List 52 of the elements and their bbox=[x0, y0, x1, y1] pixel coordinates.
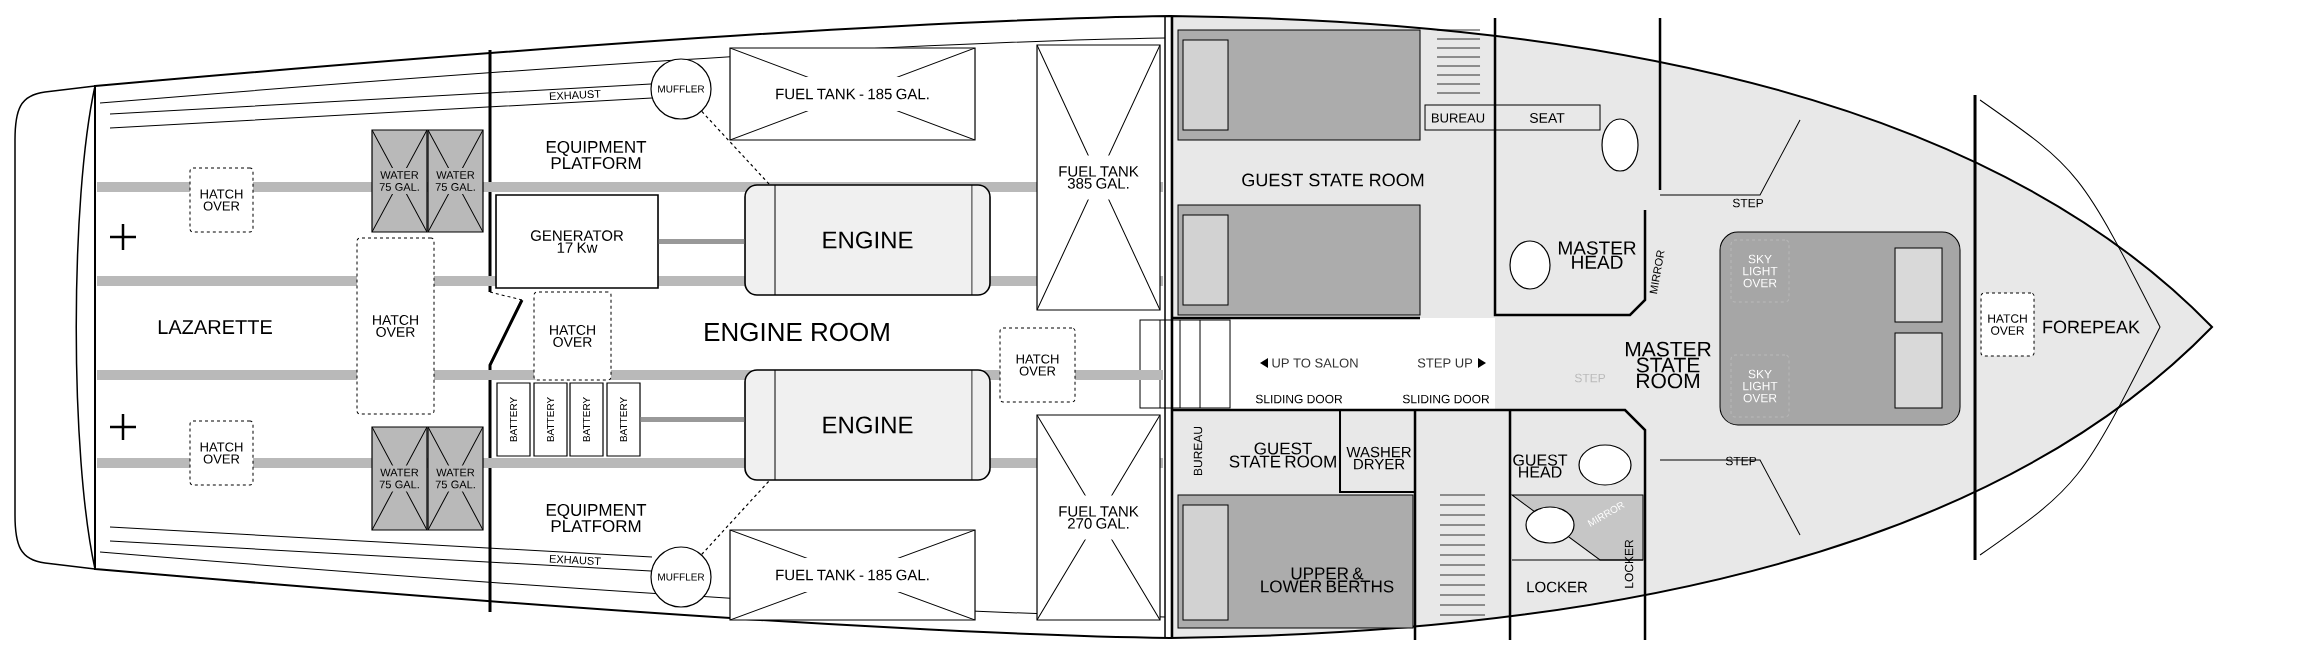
engine: ENGINE bbox=[744, 369, 991, 481]
door-label: SLIDING DOOR bbox=[1255, 394, 1343, 404]
battery: BATTERY bbox=[569, 382, 604, 457]
hatch-outline: HATCH OVER bbox=[356, 237, 435, 415]
battery: BATTERY bbox=[533, 382, 568, 457]
connector-line bbox=[701, 480, 770, 556]
area-label: EQUIPMENT PLATFORM bbox=[546, 140, 647, 170]
area-label: EQUIPMENT PLATFORM bbox=[546, 503, 647, 533]
fuel-tank: FUEL TANK 270 GAL. bbox=[1036, 414, 1161, 621]
connector-line bbox=[658, 239, 745, 244]
generator-box: GENERATOR 17 Kw bbox=[495, 194, 659, 289]
battery: BATTERY bbox=[496, 382, 531, 457]
room-label: GUEST HEAD bbox=[1513, 454, 1568, 478]
room-label: WASHER DRYER bbox=[1346, 446, 1411, 470]
direction-label: STEP UP bbox=[1417, 358, 1473, 368]
hatch-outline: HATCH OVER bbox=[189, 167, 254, 233]
hatch-outline: HATCH OVER bbox=[999, 327, 1076, 403]
battery: BATTERY bbox=[606, 382, 641, 457]
direction-label: UP TO SALON bbox=[1272, 358, 1358, 368]
room-label: MASTER STATE ROOM bbox=[1626, 341, 1711, 389]
furniture-label: LOCKER bbox=[1527, 581, 1588, 593]
room-label: ENGINE ROOM bbox=[705, 322, 889, 342]
room-label: MASTER HEAD bbox=[1559, 241, 1636, 269]
furniture-label: BUREAU bbox=[1193, 426, 1203, 475]
furniture-label: SEAT bbox=[1529, 113, 1565, 123]
step-label: STEP bbox=[1725, 456, 1757, 466]
furniture-label: BUREAU bbox=[1432, 113, 1485, 123]
fuel-tank: FUEL TANK - 185 GAL. bbox=[729, 47, 976, 141]
furniture-label: LOCKER bbox=[1624, 539, 1634, 588]
step-label: STEP bbox=[1732, 198, 1764, 208]
connector-line bbox=[701, 110, 770, 185]
door-label: SLIDING DOOR bbox=[1402, 394, 1490, 404]
water-tank: WATER 75 GAL. bbox=[371, 426, 428, 531]
fuel-tank: FUEL TANK 385 GAL. bbox=[1036, 44, 1161, 311]
pipe-label: EXHAUST bbox=[549, 554, 601, 565]
fuel-tank: FUEL TANK - 185 GAL. bbox=[729, 529, 976, 621]
water-tank: WATER 75 GAL. bbox=[427, 129, 484, 233]
connector-line bbox=[640, 417, 745, 422]
furniture-label: MIRROR bbox=[1649, 250, 1665, 294]
skylight: SKY LIGHT OVER bbox=[1730, 239, 1790, 303]
water-tank: WATER 75 GAL. bbox=[371, 129, 428, 233]
room-label: UPPER & LOWER BERTHS bbox=[1261, 567, 1394, 593]
engine: ENGINE bbox=[744, 184, 991, 296]
room-label: LAZARETTE bbox=[158, 320, 272, 334]
room-label: GUEST STATE ROOM bbox=[1242, 173, 1424, 187]
pipe-label: EXHAUST bbox=[549, 89, 601, 101]
hatch-outline: HATCH OVER bbox=[189, 420, 254, 486]
water-tank: WATER 75 GAL. bbox=[427, 426, 484, 531]
hatch-outline: HATCH OVER bbox=[533, 291, 612, 381]
room-label: GUEST STATE ROOM bbox=[1229, 442, 1336, 468]
hatch-outline: HATCH OVER bbox=[1980, 292, 2035, 357]
skylight: SKY LIGHT OVER bbox=[1730, 354, 1790, 418]
